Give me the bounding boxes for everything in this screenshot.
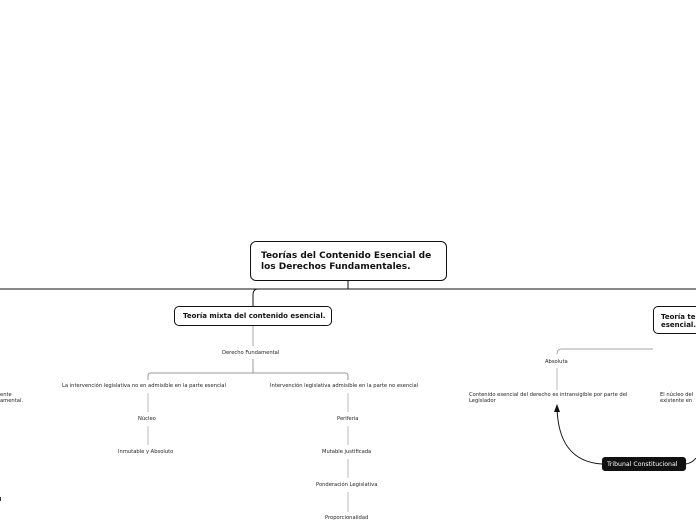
right-branch-label[interactable]: Intervención legislativa admisible en la… [270, 383, 419, 389]
root-topic-title-line1: Teorías del Contenido Esencial de [261, 251, 432, 261]
derecho-branch-link [147, 359, 349, 380]
mixta-topic-title: Teoría mixta del contenido esencial. [183, 312, 326, 320]
mutable-label[interactable]: Mutable justificada [322, 449, 372, 455]
right-topic-node[interactable]: Teoría te esencial. [653, 306, 696, 334]
left-branch-label[interactable]: La intervención legislativa no en admisi… [62, 383, 226, 389]
right-topic-title-line2: esencial. [661, 321, 696, 329]
root-topic-title-line2: los Derechos Fundamentales. [261, 262, 411, 272]
contenido-esencial-label-line1[interactable]: Contenido esencial del derecho es intran… [469, 392, 628, 398]
inmutable-label[interactable]: Inmutable y Absoluto [118, 449, 174, 455]
mixta-link [252, 288, 259, 306]
ponderacion-label[interactable]: Ponderación Legislativa [316, 482, 378, 488]
left-edge-label-line1[interactable]: ente [0, 392, 12, 398]
right-topic-title-line1: Teoría te [661, 313, 696, 321]
right-topic-branch-link [556, 348, 653, 355]
proporcionalidad-label[interactable]: Proporcionalidad [325, 515, 369, 521]
derecho-fundamental-label[interactable]: Derecho Fundamental [222, 350, 280, 356]
tribunal-arrowhead [554, 404, 560, 412]
tribunal-right-link [685, 457, 696, 465]
root-topic-node[interactable]: Teorías del Contenido Esencial de los De… [250, 241, 447, 281]
contenido-esencial-label-line2[interactable]: Legislador [469, 398, 496, 404]
mixta-topic-node[interactable]: Teoría mixta del contenido esencial. [174, 306, 332, 326]
absoluta-label[interactable]: Absoluta [545, 359, 568, 365]
periferia-label[interactable]: Periferia [337, 416, 359, 422]
tribunal-constitucional-node[interactable]: Tribunal Constitucional [602, 457, 686, 471]
tribunal-constitucional-label: Tribunal Constitucional [607, 461, 678, 468]
nucleo-existente-label-line2[interactable]: existente en [660, 398, 693, 404]
tribunal-arrow [556, 407, 603, 465]
left-edge-fragment [0, 497, 1, 501]
nucleo-label[interactable]: Núcleo [138, 416, 156, 422]
left-edge-label-line2[interactable]: amental. [0, 398, 24, 404]
nucleo-existente-label-line1[interactable]: El núcleo del [660, 392, 694, 398]
